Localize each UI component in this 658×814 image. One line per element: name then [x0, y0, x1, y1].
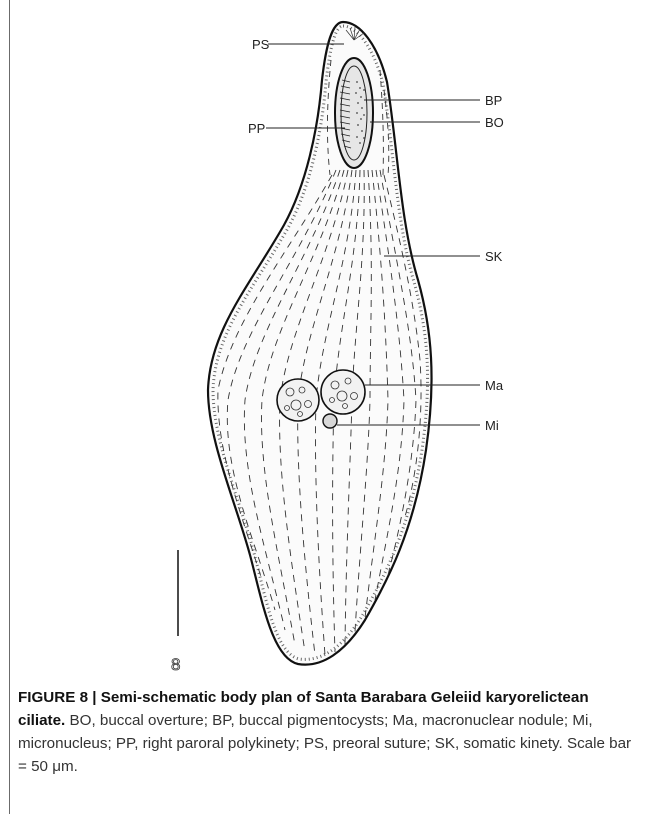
- ciliate-illustration: PS PP BP BO SK Ma Mi 8: [0, 0, 658, 680]
- label-mi: Mi: [485, 418, 499, 433]
- label-sk: SK: [485, 249, 503, 264]
- label-ma: Ma: [485, 378, 504, 393]
- label-bp: BP: [485, 93, 502, 108]
- scale-bar-label: 8: [171, 655, 180, 674]
- caption-body: BO, buccal overture; BP, buccal pigmento…: [18, 712, 631, 775]
- micronucleus: [323, 414, 337, 428]
- label-pp: PP: [248, 121, 265, 136]
- figure-caption: FIGURE 8 | Semi-schematic body plan of S…: [18, 686, 638, 778]
- label-bo: BO: [485, 115, 504, 130]
- cell-body-outline: [208, 22, 432, 665]
- label-ps: PS: [252, 37, 270, 52]
